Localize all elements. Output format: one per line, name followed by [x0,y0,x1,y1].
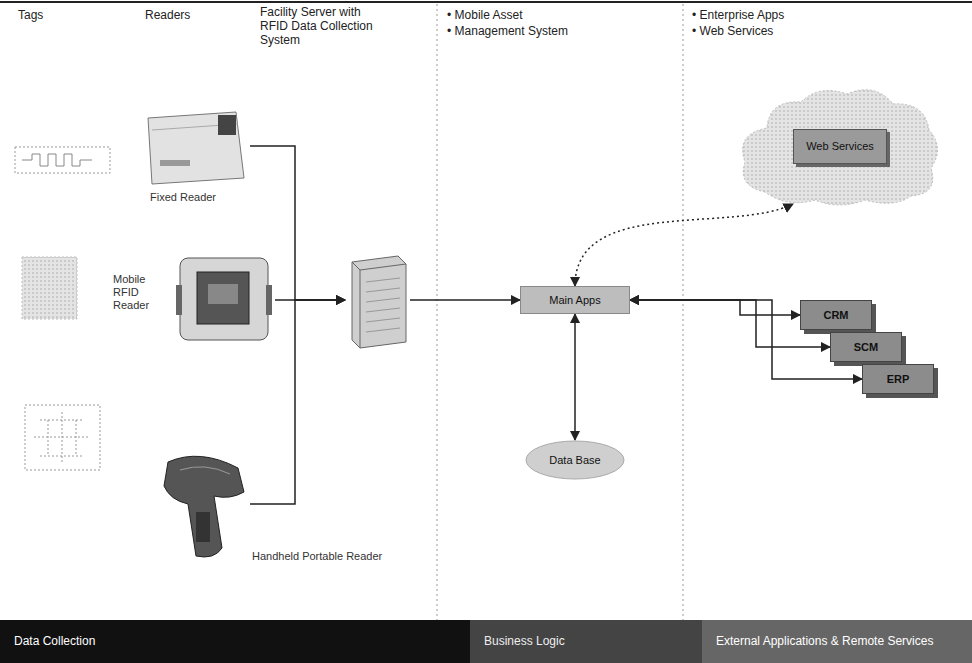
column-header: Tags [18,8,43,22]
node-text: Data Collection [14,635,95,648]
layer-band: Data Collection [0,620,470,663]
rfid-tag [15,147,110,173]
node-text: Main Apps [549,294,600,307]
column-header: • Enterprise Apps [692,8,784,22]
handheld-reader-image [164,456,244,557]
node-text: Handheld Portable Reader [252,550,382,563]
facility-server: Facility Server with RFID Data Collectio… [345,250,410,350]
node-text: Fixed Reader [150,191,216,204]
database-ellipse: Data Base [525,440,625,480]
rfid-tag [22,257,77,319]
rfid-tag [25,405,100,470]
connector [574,314,576,440]
mobile-reader-image [176,258,272,340]
fixed-reader-image [148,112,244,184]
mobile-reader: Mobile RFID Reader [175,255,275,345]
layer-band: Business Logic [470,620,702,663]
node-text: Mobile RFID Reader [113,273,169,312]
node-text: ERP [887,373,910,386]
node-text: External Applications & Remote Services [716,635,933,648]
cloud-service: Web Services [735,82,945,210]
node-text: SCM [854,341,878,354]
connector [630,300,800,315]
column-header: • Mobile Asset [447,8,523,22]
fixed-reader: Fixed Reader [140,105,250,187]
enterprise-app-box: SCM [830,332,902,362]
handheld-reader: Handheld Portable Reader [155,445,250,563]
connector [250,300,345,504]
column-header: • Management System [447,24,568,38]
column-header: • Web Services [692,24,773,38]
process-box: Main Apps [520,286,630,314]
server-image [352,256,406,348]
connector [410,299,520,301]
connector [630,300,862,379]
enterprise-app-box: ERP [862,364,934,394]
column-header: Readers [145,8,190,22]
node-text: Business Logic [484,635,565,648]
layer-band: External Applications & Remote Services [702,620,972,663]
node-text: CRM [823,309,848,322]
enterprise-app-box: CRM [800,300,872,330]
connector [250,146,345,300]
node-text: Web Services [793,129,887,164]
node-text: Data Base [549,454,600,467]
node-text: Facility Server with RFID Data Collectio… [260,5,382,47]
connector [575,204,793,286]
